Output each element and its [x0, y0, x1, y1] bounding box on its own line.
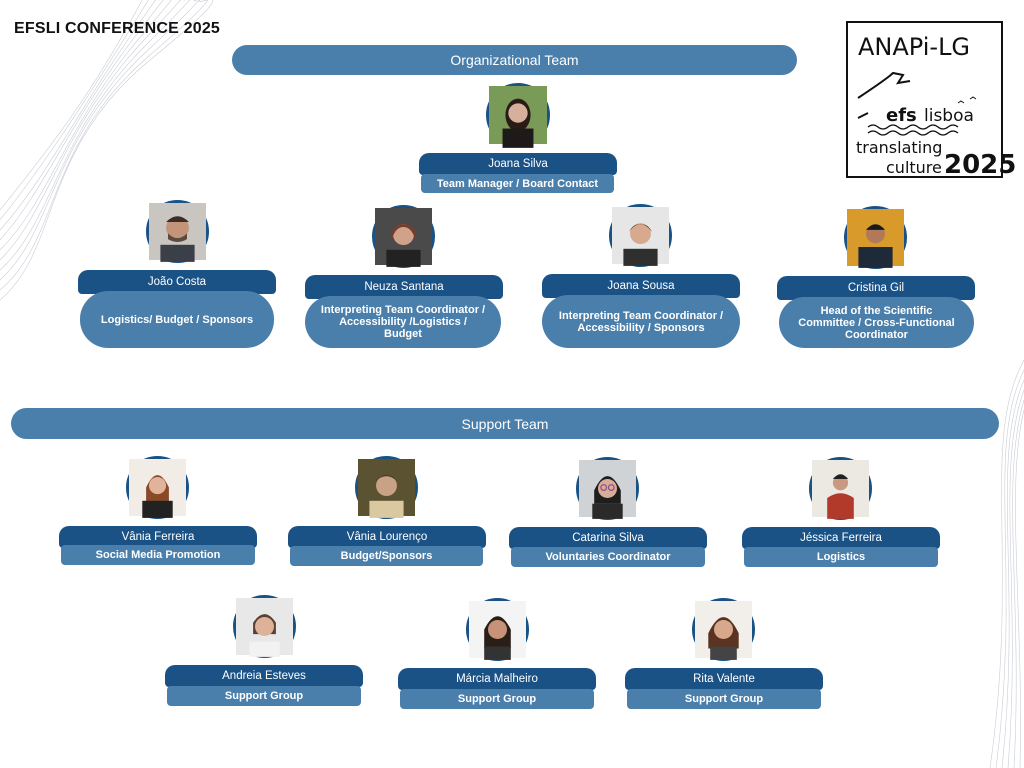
avatar	[126, 456, 189, 519]
avatar	[486, 83, 550, 148]
support-member-name: Rita Valente	[625, 668, 823, 690]
support-member-name: Jéssica Ferreira	[742, 527, 940, 549]
org-team-banner: Organizational Team	[232, 45, 797, 75]
svg-text:translating: translating	[856, 138, 942, 157]
avatar	[576, 457, 639, 520]
support-member-name: Vânia Ferreira	[59, 526, 257, 548]
avatar	[466, 598, 529, 661]
avatar	[609, 204, 672, 267]
support-member-name: Catarina Silva	[509, 527, 707, 549]
support-member-role: Support Group	[167, 686, 361, 706]
support-team-banner: Support Team	[11, 408, 999, 439]
support-member-role: Support Group	[400, 689, 594, 709]
avatar	[372, 205, 435, 268]
org-member-role: Head of the Scientific Committee / Cross…	[779, 297, 974, 348]
support-member-role: Budget/Sponsors	[290, 546, 483, 566]
svg-text:culture: culture	[886, 158, 942, 177]
avatar	[692, 598, 755, 661]
svg-text:ANAPi-LG: ANAPi-LG	[858, 33, 970, 61]
support-member-role: Support Group	[627, 689, 821, 709]
support-member-name: Vânia Lourenço	[288, 526, 486, 548]
conference-logo: ANAPi-LG efs lisboa translating culture …	[846, 21, 1016, 180]
org-member-role: Logistics/ Budget / Sponsors	[80, 291, 274, 348]
support-member-role: Voluntaries Coordinator	[511, 547, 705, 567]
support-member-name: Márcia Malheiro	[398, 668, 596, 690]
avatar	[233, 595, 296, 658]
org-member-role: Interpreting Team Coordinator / Accessib…	[542, 295, 740, 348]
org-manager-role: Team Manager / Board Contact	[421, 174, 614, 193]
org-member-name: Cristina Gil	[777, 276, 975, 300]
org-manager-name: Joana Silva	[419, 153, 617, 175]
support-member-name: Andreia Esteves	[165, 665, 363, 687]
avatar	[844, 206, 907, 269]
org-member-name: João Costa	[78, 270, 276, 294]
support-member-role: Logistics	[744, 547, 938, 567]
org-member-name: Joana Sousa	[542, 274, 740, 298]
avatar	[355, 456, 418, 519]
svg-text:2025: 2025	[944, 150, 1016, 180]
org-member-name: Neuza Santana	[305, 275, 503, 299]
page-title: EFSLI CONFERENCE 2025	[14, 20, 221, 37]
svg-text:efs: efs	[886, 105, 917, 126]
svg-text:lisboa: lisboa	[924, 106, 974, 126]
avatar	[146, 200, 209, 263]
support-member-role: Social Media Promotion	[61, 545, 255, 565]
avatar	[809, 457, 872, 520]
org-member-role: Interpreting Team Coordinator / Accessib…	[305, 296, 501, 348]
